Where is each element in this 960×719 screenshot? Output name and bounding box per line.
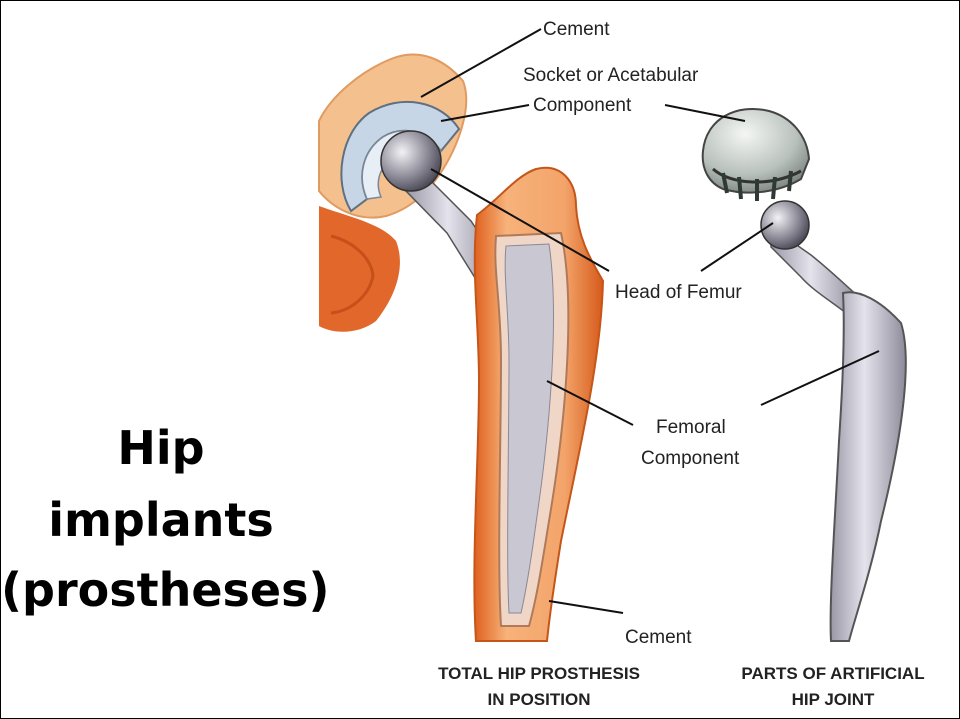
label-socket-line1: Socket or Acetabular [523,65,699,86]
label-cement-bottom: Cement [625,627,692,648]
caption-right-line1: PARTS OF ARTIFICIAL [741,664,924,683]
label-socket-line2: Component [533,95,632,116]
label-head-of-femur: Head of Femur [615,282,742,303]
caption-left-line1: TOTAL HIP PROSTHESIS [438,664,640,683]
leader-cement-bottom [549,601,623,613]
femoral-implant-part [761,201,906,641]
label-cement-top: Cement [543,19,610,40]
label-femoral-line2: Component [641,448,740,469]
label-femoral-line1: Femoral [656,417,726,438]
caption-left-line2: IN POSITION [488,690,591,709]
acetabular-cup-part [703,109,809,201]
leader-head-right [701,223,773,271]
caption-right-line2: HIP JOINT [792,690,875,709]
